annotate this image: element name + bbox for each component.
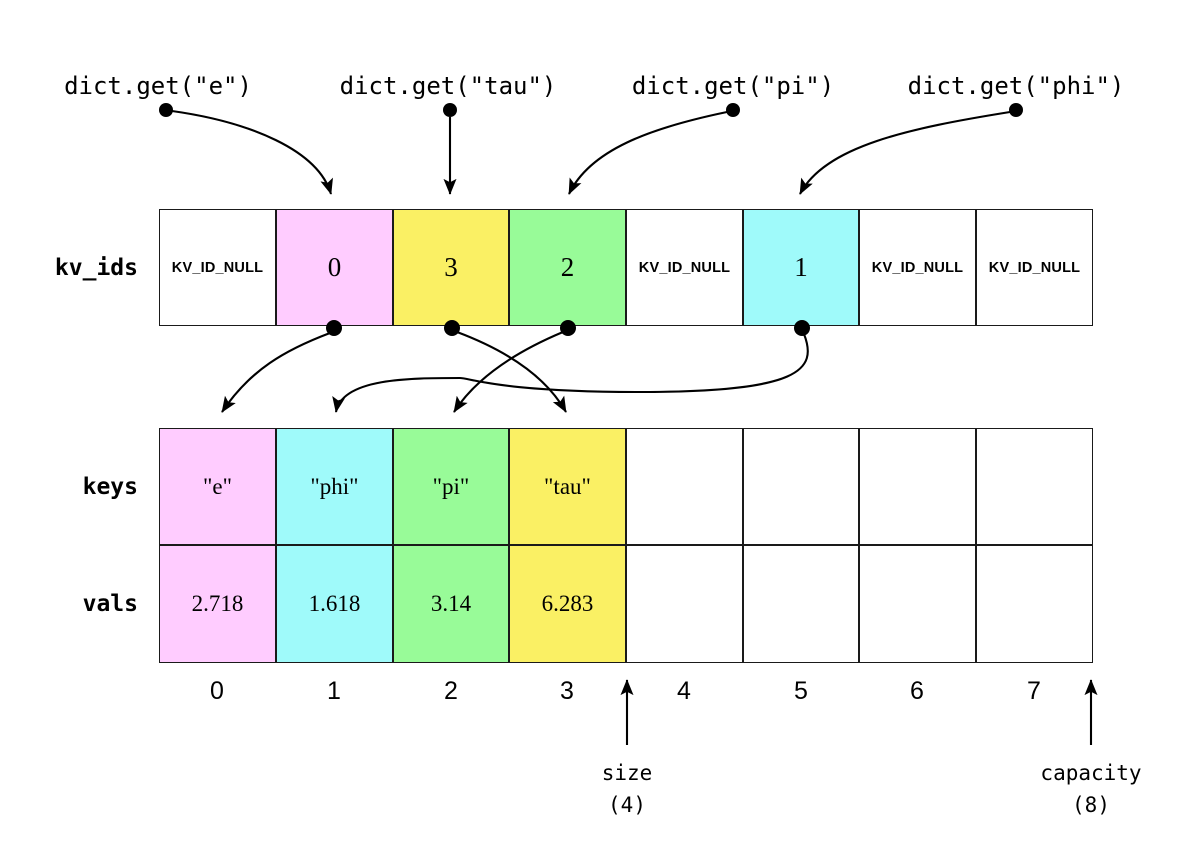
vals-cell-4 [626, 545, 743, 663]
call-label-e: dict.get("e") [64, 72, 252, 100]
kv-ids-cell-6: KV_ID_NULL [859, 209, 976, 326]
index-label-4: 4 [677, 677, 691, 705]
link-arrow-slot5-to-key1 [332, 320, 810, 413]
kv-ids-cell-2: 3 [393, 209, 509, 326]
call-label-pi: dict.get("pi") [631, 72, 835, 100]
size-marker-label: size [601, 761, 653, 785]
vals-cell-3: 6.283 [509, 545, 626, 663]
index-label-5: 5 [794, 677, 808, 705]
index-label-1: 1 [327, 677, 341, 705]
keys-cell-5 [743, 428, 859, 545]
kv-ids-cell-7: KV_ID_NULL [976, 209, 1093, 326]
kv-ids-cell-4: KV_ID_NULL [626, 209, 743, 326]
capacity-marker-value: (8) [1072, 793, 1110, 817]
kv-ids-cell-3: 2 [509, 209, 626, 326]
link-arrow-slot2-to-key3 [444, 320, 567, 413]
link-arrow-slot1-to-key0 [221, 320, 342, 413]
kv-ids-cell-1: 0 [276, 209, 393, 326]
index-label-2: 2 [444, 677, 458, 705]
call-label-tau: dict.get("tau") [339, 72, 557, 100]
keys-cell-2: "pi" [393, 428, 509, 545]
index-label-0: 0 [210, 677, 224, 705]
call-arrow-pi [568, 103, 740, 195]
vals-cell-5 [743, 545, 859, 663]
index-label-3: 3 [560, 677, 574, 705]
row-label-kv-ids: kv_ids [54, 255, 138, 281]
vals-cell-0: 2.718 [159, 545, 276, 663]
call-arrow-phi [799, 103, 1023, 195]
size-marker-value: (4) [608, 793, 646, 817]
vals-cell-6 [859, 545, 976, 663]
vals-cell-7 [976, 545, 1093, 663]
keys-cell-3: "tau" [509, 428, 626, 545]
index-label-6: 6 [910, 677, 924, 705]
call-arrow-e [159, 103, 333, 195]
keys-cell-1: "phi" [276, 428, 393, 545]
row-label-vals: vals [82, 591, 138, 617]
keys-cell-4 [626, 428, 743, 545]
keys-cell-7 [976, 428, 1093, 545]
kv-ids-cell-0: KV_ID_NULL [159, 209, 276, 326]
keys-cell-0: "e" [159, 428, 276, 545]
call-label-phi: dict.get("phi") [907, 72, 1125, 100]
keys-cell-6 [859, 428, 976, 545]
vals-cell-2: 3.14 [393, 545, 509, 663]
index-label-7: 7 [1027, 677, 1041, 705]
vals-cell-1: 1.618 [276, 545, 393, 663]
link-arrow-slot3-to-key2 [453, 320, 576, 413]
call-arrow-tau [443, 103, 457, 195]
row-label-keys: keys [82, 474, 138, 500]
capacity-marker-label: capacity [1040, 761, 1142, 785]
kv-ids-cell-5: 1 [743, 209, 859, 326]
